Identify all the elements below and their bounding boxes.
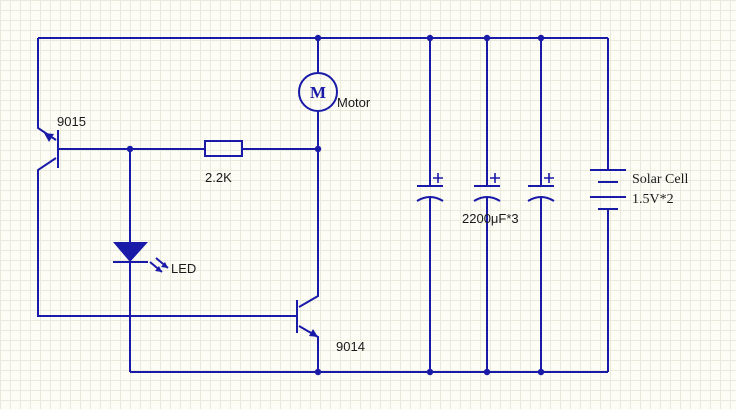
junction-bottom-npn	[314, 368, 322, 376]
junction-top-cap2	[483, 34, 491, 42]
label-9015: 9015	[57, 114, 86, 129]
label-led: LED	[171, 261, 196, 276]
capacitor-1	[416, 185, 444, 202]
junction-bottom-cap3	[537, 368, 545, 376]
junction-bottom-cap2	[483, 368, 491, 376]
capacitor-2	[473, 185, 501, 202]
junction-top-cap1	[426, 34, 434, 42]
junction-top-motor	[314, 34, 322, 42]
wire-pnp-emitter	[37, 38, 57, 141]
capacitor-2-plus	[490, 173, 500, 183]
label-2-2k: 2.2K	[205, 170, 232, 185]
label-solar-cell: Solar Cell	[632, 172, 688, 187]
led-diode	[113, 242, 148, 262]
label-capacitors: 2200μF*3	[462, 211, 519, 226]
label-motor: Motor	[337, 95, 371, 110]
junction-bottom-cap1	[426, 368, 434, 376]
solar-cell-battery	[590, 169, 626, 210]
junction-led-base	[126, 145, 134, 153]
wire-npn-collector	[298, 287, 319, 308]
label-solar-voltage: 1.5V*2	[632, 192, 674, 207]
led-ray-arrow-2	[161, 262, 168, 268]
resistor-2-2k	[204, 140, 243, 157]
led-ray-arrow-1	[155, 266, 162, 272]
junction-top-cap3	[537, 34, 545, 42]
capacitor-1-plus	[433, 173, 443, 183]
junction-motor-resistor	[314, 145, 322, 153]
label-9014: 9014	[336, 339, 365, 354]
wire-pnp-collector	[37, 157, 296, 317]
capacitor-3-plus	[544, 173, 554, 183]
motor-symbol: M	[310, 83, 326, 102]
pnp-emitter-arrow	[44, 133, 54, 142]
npn-emitter-arrow	[309, 329, 318, 337]
capacitor-3	[527, 185, 555, 202]
